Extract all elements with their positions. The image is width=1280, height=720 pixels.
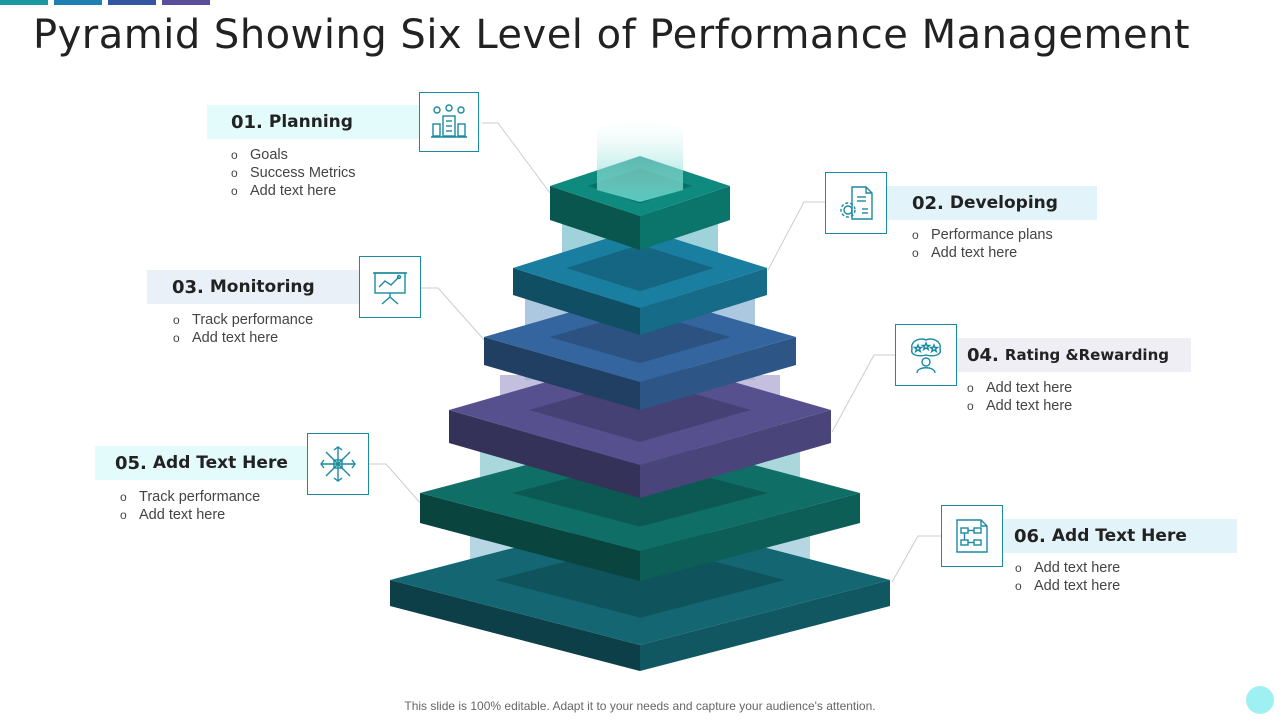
top-accent-bar-4	[162, 0, 210, 5]
bullet-item: Add text here	[1015, 577, 1120, 595]
gear-document-icon	[840, 186, 873, 220]
level-6-bullets: Add text here Add text here	[1015, 559, 1120, 595]
level-1-slab-left-face	[550, 186, 640, 250]
level-4-number: 04.	[967, 344, 999, 366]
bullet-item: Performance plans	[912, 226, 1053, 244]
level-3-bullets: Track performance Add text here	[173, 311, 313, 347]
top-accent-bar-3	[108, 0, 156, 5]
level-5-name: Add Text Here	[152, 453, 288, 473]
level-4-bullets: Add text here Add text here	[967, 379, 1072, 415]
connector-line-1	[482, 122, 551, 194]
level-2-slab-left-face	[513, 268, 640, 335]
top-accent-bar-2	[54, 0, 102, 5]
level-3-label: 03. Monitoring	[147, 270, 361, 304]
level-1-slab-right-face	[640, 186, 730, 250]
level-2-slab-right-face	[640, 268, 767, 335]
level-4-icon-box	[895, 324, 957, 386]
connector-line-2	[767, 201, 826, 271]
level-3-slab-right-face	[640, 337, 796, 410]
level-6-name: Add Text Here	[1051, 526, 1187, 546]
level-5-label: 05. Add Text Here	[95, 446, 309, 480]
level-6-label: 06. Add Text Here	[1003, 519, 1237, 553]
top-crystal-glow	[597, 116, 683, 202]
bullet-item: Add text here	[173, 329, 313, 347]
level-5-slab-left-face	[420, 493, 640, 581]
level-2-bullets: Performance plans Add text here	[912, 226, 1053, 262]
slide-title: Pyramid Showing Six Level of Performance…	[33, 12, 1191, 58]
level-5-slab-right-face	[640, 493, 860, 581]
bullet-item: Add text here	[967, 379, 1072, 397]
level-3-name: Monitoring	[209, 277, 315, 297]
level-3-slab-inner-face	[549, 310, 731, 364]
level-3-icon-box	[359, 256, 421, 318]
level-5-icon-box	[307, 433, 369, 495]
level-2-name: Developing	[949, 193, 1058, 213]
level-3-number: 03.	[172, 276, 204, 298]
level-2-number: 02.	[912, 192, 944, 214]
level-2-slab-inner-face	[566, 244, 714, 292]
bullet-item: Add text here	[1015, 559, 1120, 577]
presentation-board-icon	[373, 272, 407, 305]
level-4-slab-right-face	[640, 410, 831, 498]
connector-line-3	[421, 287, 487, 343]
bullet-item: Track performance	[120, 488, 260, 506]
level-6-number: 06.	[1014, 525, 1046, 547]
level-4-label: 04. Rating &Rewarding	[957, 338, 1191, 372]
level-6-slab-right-face	[640, 580, 890, 671]
level-4-name: Rating &Rewarding	[1004, 346, 1169, 364]
level-1-bullets: Goals Success Metrics Add text here	[231, 146, 356, 200]
bullet-item: Add text here	[912, 244, 1053, 262]
snowflake-arrows-icon	[320, 446, 356, 482]
level-1-icon-box	[419, 92, 479, 152]
bullet-item: Track performance	[173, 311, 313, 329]
level-3-slab-left-face	[484, 337, 640, 410]
level-6-icon-box	[941, 505, 1003, 567]
level-2-icon-box	[825, 172, 887, 234]
level-6-slab-left-face	[390, 580, 640, 671]
slide-footer: This slide is 100% editable. Adapt it to…	[404, 699, 876, 713]
bullet-item: Success Metrics	[231, 164, 356, 182]
person-stars-icon	[911, 338, 941, 374]
bullet-item: Add text here	[120, 506, 260, 524]
connector-line-6	[891, 535, 942, 583]
connector-line-4	[831, 354, 896, 433]
level-4-slab-left-face	[449, 410, 640, 498]
corner-decoration	[1246, 686, 1274, 714]
level-1-label: 01. Planning	[207, 105, 421, 139]
bullet-item: Add text here	[231, 182, 356, 200]
top-accent-bar-1	[0, 0, 48, 5]
flowchart-document-icon	[956, 519, 988, 553]
people-building-icon	[431, 104, 467, 138]
level-5-bullets: Track performance Add text here	[120, 488, 260, 524]
level-2-label: 02. Developing	[887, 186, 1097, 220]
level-1-name: Planning	[268, 112, 353, 132]
level-1-number: 01.	[231, 111, 263, 133]
bullet-item: Add text here	[967, 397, 1072, 415]
bullet-item: Goals	[231, 146, 356, 164]
level-5-number: 05.	[115, 452, 147, 474]
connector-line-5	[369, 463, 423, 506]
